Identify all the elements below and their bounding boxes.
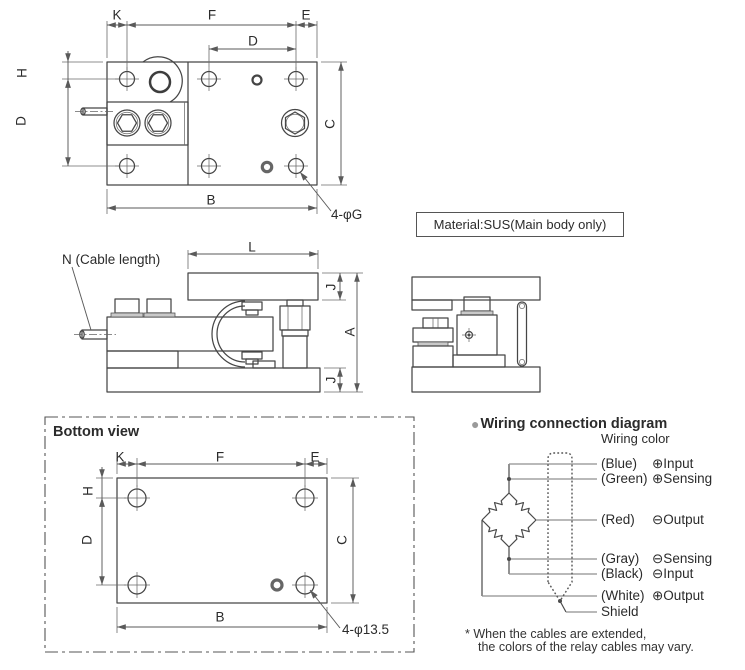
wire-color: (Gray) [601,551,640,566]
bottom-plate-end [411,366,541,393]
lead-wires [482,463,597,613]
wire-row-green: (Green) ⊕Sensing [601,471,712,487]
dimension-lines-bottom-view [99,461,356,630]
footnote-line1: * When the cables are extended, [465,627,647,641]
top-view-drawing [62,21,347,214]
dim-label-c: C [322,119,338,129]
wire-terminal: ⊖Input [652,566,694,581]
wiring-heading: ● Wiring connection diagram [471,416,667,432]
footnote-line2: the colors of the relay cables may vary. [478,640,694,654]
wire-row-gray: (Gray) ⊖Sensing [601,551,712,567]
end-view-drawing [411,276,541,393]
dimension-lines-side-view [71,251,360,393]
cable-loop [211,300,246,368]
load-button-circle [148,70,172,94]
bottom-plate-outline [116,477,328,604]
wire-row-blue: (Blue) ⊕Input [601,456,693,472]
cable-stub [75,107,113,116]
small-pin-hole [251,74,263,86]
wire-color: (Green) [601,471,648,486]
dim-label-h-bottom: H [80,486,96,496]
top-mounting-plate [187,272,319,301]
dim-label-l: L [248,239,256,255]
dim-label-h: H [14,68,30,78]
clamp-bolts [241,301,276,369]
mounting-holes [118,70,305,175]
threaded-hole [260,160,274,174]
bottom-mounting-plate [106,367,321,393]
wire-color: (White) [601,588,645,603]
wire-row-red: (Red) ⊖Output [601,512,704,528]
dim-label-d-left: D [13,116,29,126]
extension-lines-bottom-view [96,458,359,633]
material-note-text: Material:SUS(Main body only) [433,217,607,232]
side-bolt-stack [412,317,454,368]
dim-label-j-bottom: J [323,376,339,384]
dim-label-k-bottom: K [115,449,125,465]
wiring-heading-text: Wiring connection diagram [480,416,668,432]
wire-color: (Blue) [601,456,638,471]
hole-note-top-view: 4-φG [331,207,363,222]
cable-length-note: N (Cable length) [62,252,161,267]
bottom-view-frame [44,416,415,653]
bottom-view-title: Bottom view [53,424,140,440]
check-link [516,301,528,367]
wire-row-white: (White) ⊕Output [601,588,704,604]
hole-note-bottom-view: 4-φ13.5 [342,622,390,637]
wiring-diagram-drawing [481,452,597,613]
hole-crosshairs [115,67,308,178]
boss-arc [142,56,183,103]
material-note: Material:SUS(Main body only) [416,212,624,237]
wire-color: Shield [601,604,639,619]
bullet-icon: ● [471,416,480,432]
dim-label-b-bottom: B [215,609,225,625]
top-plate-end [411,276,541,301]
wire-terminal: ⊖Sensing [652,551,713,566]
threaded-hole-bottom [270,578,284,592]
wire-terminal: ⊕Input [652,456,694,471]
dim-label-c-bottom: C [334,535,350,545]
dim-label-a: A [342,327,358,337]
mounting-holes-bottom [127,488,315,595]
dim-label-f: F [207,7,217,23]
dim-label-d-top: D [248,33,258,49]
dim-label-f-bottom: F [215,449,225,465]
wiring-color-title: Wiring color [601,431,670,446]
hex-bolts [113,108,310,138]
hole-crosshairs-bottom [124,485,318,598]
bottom-view-drawing [44,416,415,653]
wire-row-shield: Shield [601,604,652,619]
wire-color: (Red) [601,512,635,527]
dim-label-j-top: J [323,283,339,291]
body-foot [106,350,179,369]
side-view-drawing [71,250,363,393]
dimension-lines-top-view [65,22,344,212]
dim-label-e: E [301,7,311,23]
dim-label-e-bottom: E [310,449,320,465]
sensor-body [106,316,274,352]
cable-stub-side [74,329,116,340]
wire-color: (Black) [601,566,644,581]
center-pedestal [452,296,506,368]
connector-bumps [110,298,176,318]
dim-label-k: K [112,7,122,23]
dim-label-d-bottom: D [79,535,95,545]
wire-terminal: ⊖Output [652,512,704,527]
hex-cable-fitting [279,299,311,369]
wire-row-black: (Black) ⊖Input [601,566,693,582]
dim-label-b: B [206,192,216,208]
cable-sheath-outline [547,452,573,603]
wire-terminal: ⊕Sensing [652,471,713,486]
cable-entry-block [106,101,189,146]
wire-terminal: ⊕Output [652,588,704,603]
